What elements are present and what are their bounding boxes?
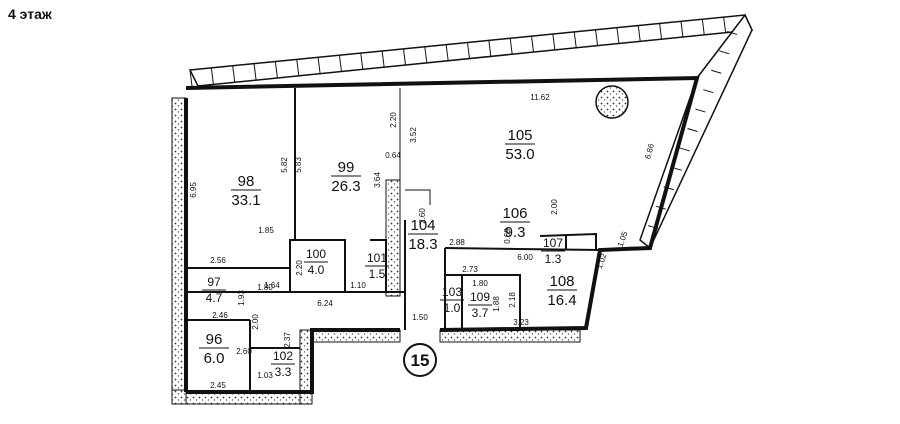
room-number: 106 — [502, 205, 527, 222]
balcony — [188, 13, 754, 250]
dimension-label: 2.37 — [283, 332, 292, 348]
dimension-label: 2.46 — [212, 311, 228, 320]
room-area: 1.0 — [444, 301, 461, 315]
dimension-label: 2.00 — [251, 314, 260, 330]
room-number: 101 — [367, 251, 387, 265]
dimension-label: 3.52 — [409, 127, 418, 143]
room-number: 99 — [338, 159, 355, 176]
room-number: 98 — [238, 173, 255, 190]
dimension-label: 5.83 — [294, 157, 303, 173]
dimension-label: 5.82 — [280, 157, 289, 173]
dimension-label: 1.64 — [264, 281, 280, 290]
dimension-label: 2.56 — [210, 256, 226, 265]
dimension-label: 1.05 — [616, 230, 630, 248]
dimension-label: 2.20 — [295, 260, 304, 276]
room-area: 18.3 — [408, 236, 437, 253]
dimension-label: 2.60 — [236, 347, 252, 356]
room-number: 105 — [507, 127, 532, 144]
room-area: 9.3 — [505, 224, 526, 241]
dimension-label: 6.95 — [189, 182, 198, 198]
room-number: 100 — [306, 247, 326, 261]
dimension-label: 2.00 — [550, 199, 559, 215]
room-number: 109 — [470, 290, 490, 304]
dimension-label: 6.86 — [643, 142, 656, 160]
room-area: 1.5 — [369, 267, 386, 281]
room-number: 102 — [273, 349, 293, 363]
dimension-label: 0.69 — [503, 228, 512, 244]
room-area: 16.4 — [547, 292, 576, 309]
dimension-label: 2.18 — [508, 292, 517, 308]
room-number: 103 — [442, 285, 462, 299]
dimension-label: 6.24 — [317, 299, 333, 308]
section-marker: 15 — [403, 343, 437, 377]
dimension-label: 1.93 — [237, 290, 246, 306]
room-number: 104 — [410, 217, 435, 234]
dimension-label: 3.64 — [373, 172, 382, 188]
room-area: 3.7 — [472, 306, 489, 320]
partitions — [186, 88, 601, 392]
dimension-label: 2.45 — [210, 381, 226, 390]
dimension-label: 1.03 — [257, 371, 273, 380]
room-number: 107 — [543, 236, 563, 250]
room-area: 26.3 — [331, 178, 360, 195]
column — [595, 85, 629, 119]
room-area: 1.3 — [545, 252, 562, 266]
dimension-label: 1.85 — [258, 226, 274, 235]
room-area: 33.1 — [231, 192, 260, 209]
dimension-label: 0.64 — [385, 151, 401, 160]
dimension-label: 1.10 — [350, 281, 366, 290]
room-area: 4.7 — [206, 291, 223, 305]
room-number: 97 — [207, 275, 221, 289]
dimension-label: 1.80 — [472, 279, 488, 288]
dimension-label: 3.23 — [513, 318, 529, 327]
room-area: 4.0 — [308, 263, 325, 277]
room-area: 53.0 — [505, 146, 534, 163]
room-number: 108 — [549, 273, 574, 290]
dimension-label: 2.60 — [418, 208, 427, 224]
dimension-label: 1.02 — [595, 252, 609, 270]
dimension-label: 1.88 — [492, 296, 501, 312]
dimension-label: 1.80 — [257, 283, 273, 292]
section-number: 15 — [411, 351, 430, 370]
dimension-label: 11.62 — [530, 93, 550, 102]
dimension-label: 1.50 — [412, 313, 428, 322]
dimension-labels: 11.62 6.86 6.95 5.82 5.83 2.20 3.52 0.64 3.64 1.8… — [189, 93, 656, 390]
dimension-label: 2.88 — [449, 238, 465, 247]
dimension-label: 2.73 — [462, 265, 478, 274]
room-area: 3.3 — [275, 365, 292, 379]
room-labels: 98 33.1 99 26.3 100 4.0 101 1.5 104 18.3 105 53.0 10… — [199, 127, 577, 379]
dimension-label: 6.00 — [517, 253, 533, 262]
room-area: 6.0 — [204, 350, 225, 367]
dimension-label: 2.20 — [389, 112, 398, 128]
room-number: 96 — [206, 331, 223, 348]
floor-label: 4 этаж — [8, 6, 52, 22]
